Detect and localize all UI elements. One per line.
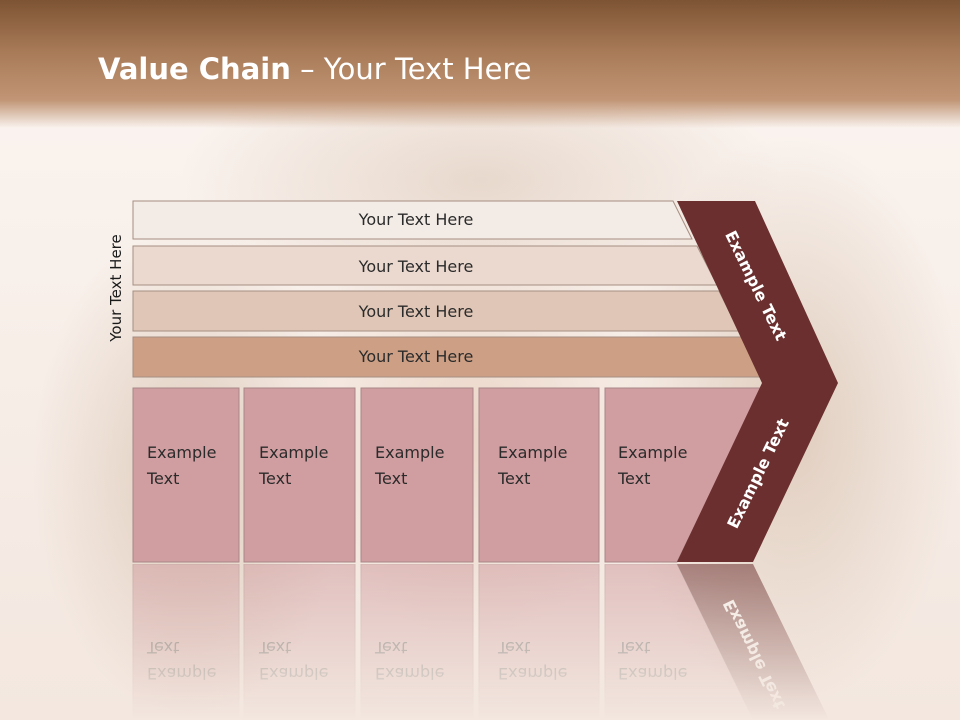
primary-box-3 xyxy=(360,387,474,563)
primary-box-3-line2: Text xyxy=(374,469,407,488)
reflection-text: Text xyxy=(617,638,650,657)
primary-box-2-line1: Example xyxy=(259,443,328,462)
primary-box-1-line2: Text xyxy=(146,469,179,488)
reflection-text: Example xyxy=(618,664,687,683)
support-row-2-label: Your Text Here xyxy=(358,257,474,276)
title-bold: Value Chain xyxy=(98,52,291,86)
support-rows: Your Text Here Your Text Here Your Text … xyxy=(132,200,764,378)
reflection-text: Text xyxy=(497,638,530,657)
reflection-text: Text xyxy=(146,638,179,657)
primary-box-2-line2: Text xyxy=(258,469,291,488)
reflection-text: Text xyxy=(374,638,407,657)
support-row-4-label: Your Text Here xyxy=(358,347,474,366)
reflection-text: Example xyxy=(259,664,328,683)
margin-arrow-shape xyxy=(677,201,838,562)
title-rest: – Your Text Here xyxy=(290,52,532,86)
slide-title: Value Chain – Your Text Here xyxy=(98,52,532,96)
primary-box-1-line1: Example xyxy=(147,443,216,462)
reflection-text: Example xyxy=(147,664,216,683)
reflection: Example Text Example Text Example Text E… xyxy=(132,563,830,720)
primary-box-2 xyxy=(243,387,356,563)
reflection-text: Example xyxy=(498,664,567,683)
reflection-text: Example xyxy=(375,664,444,683)
primary-box-4-line1: Example xyxy=(498,443,567,462)
primary-boxes: Example Text Example Text Example Text E… xyxy=(132,387,763,563)
primary-box-5-line1: Example xyxy=(618,443,687,462)
support-row-1 xyxy=(132,200,693,240)
primary-box-3-line1: Example xyxy=(375,443,444,462)
primary-box-1 xyxy=(132,387,240,563)
title-bar xyxy=(0,0,960,128)
primary-box-5-line2: Text xyxy=(617,469,650,488)
reflection-text: Text xyxy=(258,638,291,657)
support-row-1-label: Your Text Here xyxy=(358,210,474,229)
primary-box-4-line2: Text xyxy=(497,469,530,488)
support-row-3-label: Your Text Here xyxy=(358,302,474,321)
primary-box-4 xyxy=(478,387,600,563)
